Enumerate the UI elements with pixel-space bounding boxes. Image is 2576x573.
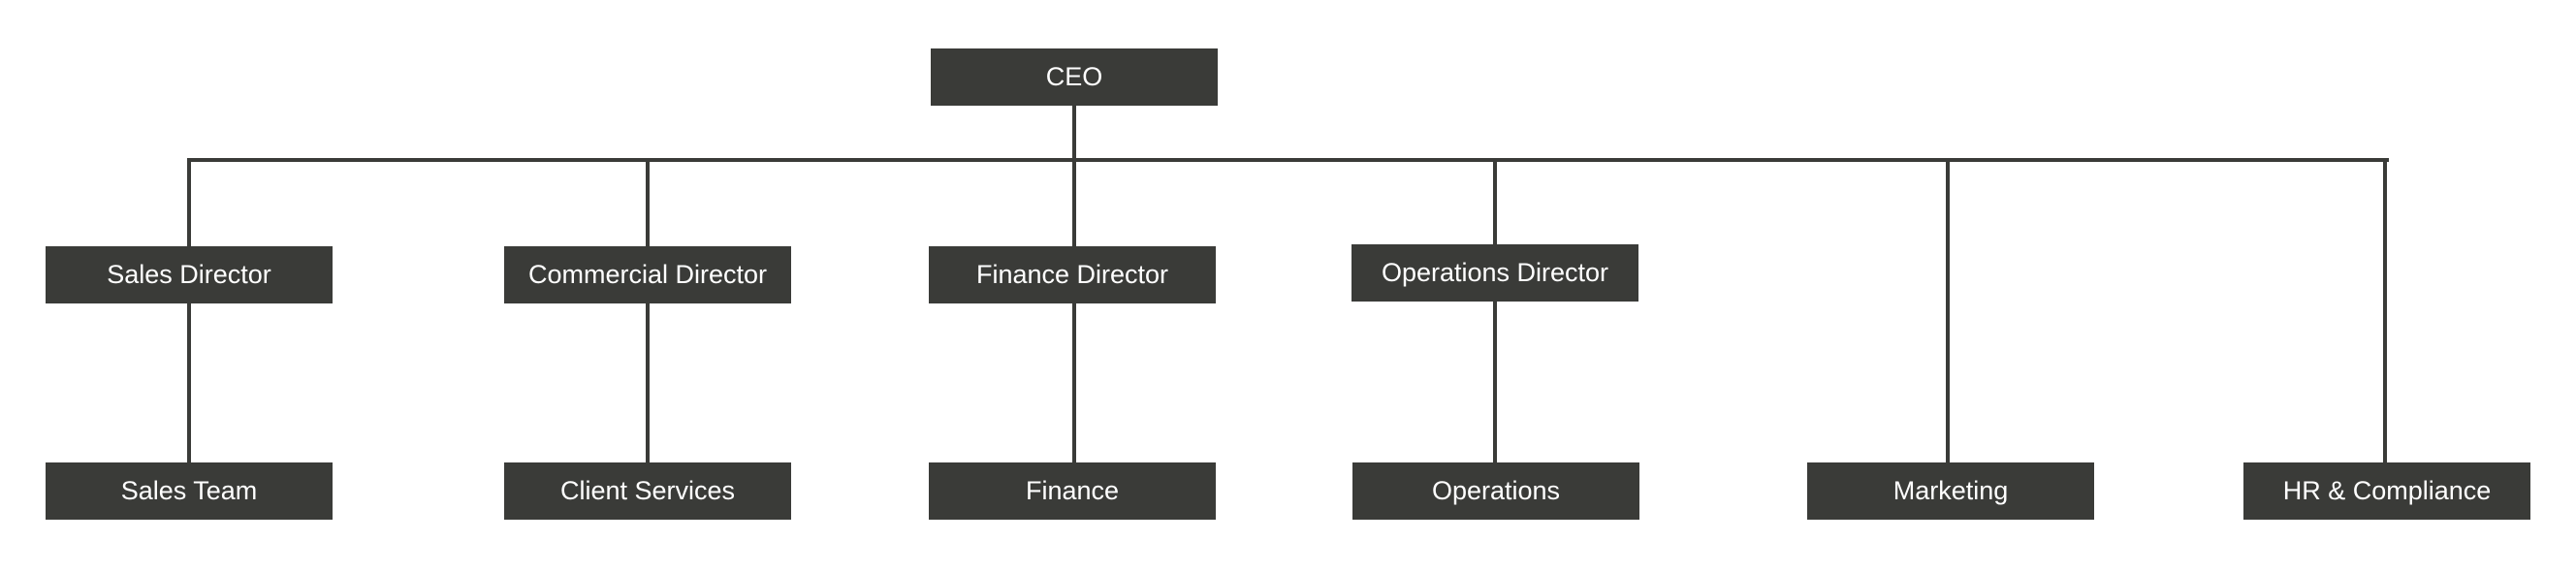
node-ceo: CEO bbox=[931, 48, 1218, 106]
connector-operations-director bbox=[1493, 158, 1497, 244]
connector-hr bbox=[2383, 158, 2387, 462]
node-marketing: Marketing bbox=[1807, 462, 2094, 520]
node-commercial-director: Commercial Director bbox=[504, 246, 791, 303]
connector-finance-director bbox=[1072, 158, 1076, 246]
connector-marketing bbox=[1946, 158, 1950, 462]
node-sales-team: Sales Team bbox=[46, 462, 333, 520]
node-hr-compliance: HR & Compliance bbox=[2243, 462, 2530, 520]
node-finance-director: Finance Director bbox=[929, 246, 1216, 303]
connector-operations bbox=[1493, 302, 1497, 462]
node-operations-director: Operations Director bbox=[1352, 244, 1638, 302]
connector-horizontal-bus bbox=[187, 158, 2389, 162]
connector-sales-director bbox=[187, 158, 191, 246]
node-operations: Operations bbox=[1352, 462, 1639, 520]
node-finance: Finance bbox=[929, 462, 1216, 520]
connector-commercial-director bbox=[646, 158, 650, 246]
node-client-services: Client Services bbox=[504, 462, 791, 520]
connector-client-services bbox=[646, 303, 650, 462]
node-sales-director: Sales Director bbox=[46, 246, 333, 303]
connector-sales-team bbox=[187, 303, 191, 462]
connector-finance bbox=[1072, 303, 1076, 462]
connector-ceo bbox=[1072, 106, 1076, 162]
